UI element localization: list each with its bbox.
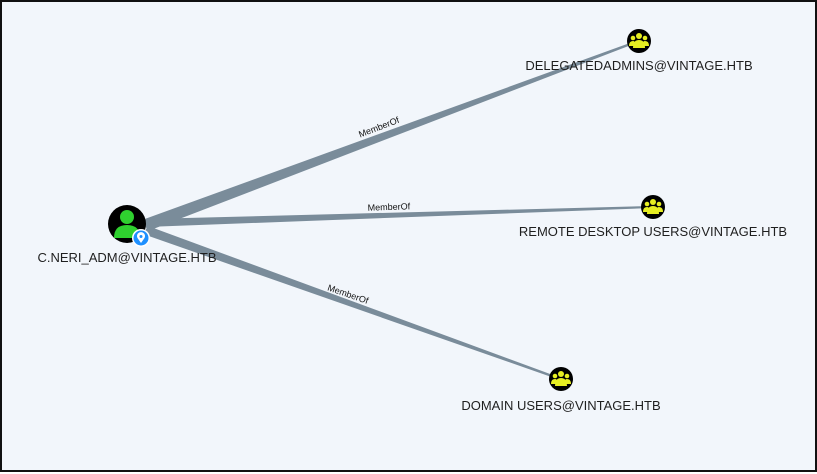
edges xyxy=(142,40,652,380)
node-c-neri-adm[interactable]: C.NERI_ADM@VINTAGE.HTB xyxy=(37,205,217,265)
node-label: DELEGATEDADMINS@VINTAGE.HTB xyxy=(525,58,752,73)
group-icon xyxy=(629,33,649,48)
edge-memberof-delegatedadmins[interactable] xyxy=(142,40,639,231)
edge-memberof-remote-desktop-users[interactable] xyxy=(146,206,652,227)
edge-label-remote-desktop-users: MemberOf xyxy=(367,201,410,212)
location-pin-icon xyxy=(132,229,150,247)
node-domain-users[interactable]: DOMAIN USERS@VINTAGE.HTB xyxy=(461,367,661,413)
node-label: C.NERI_ADM@VINTAGE.HTB xyxy=(37,250,216,265)
node-label: REMOTE DESKTOP USERS@VINTAGE.HTB xyxy=(519,224,787,239)
group-icon xyxy=(551,371,571,386)
node-delegatedadmins[interactable]: DELEGATEDADMINS@VINTAGE.HTB xyxy=(525,29,753,73)
node-label: DOMAIN USERS@VINTAGE.HTB xyxy=(461,398,660,413)
node-remote-desktop-users[interactable]: REMOTE DESKTOP USERS@VINTAGE.HTB xyxy=(519,195,787,239)
edge-memberof-domain-users[interactable] xyxy=(143,226,561,380)
group-icon xyxy=(643,199,663,214)
